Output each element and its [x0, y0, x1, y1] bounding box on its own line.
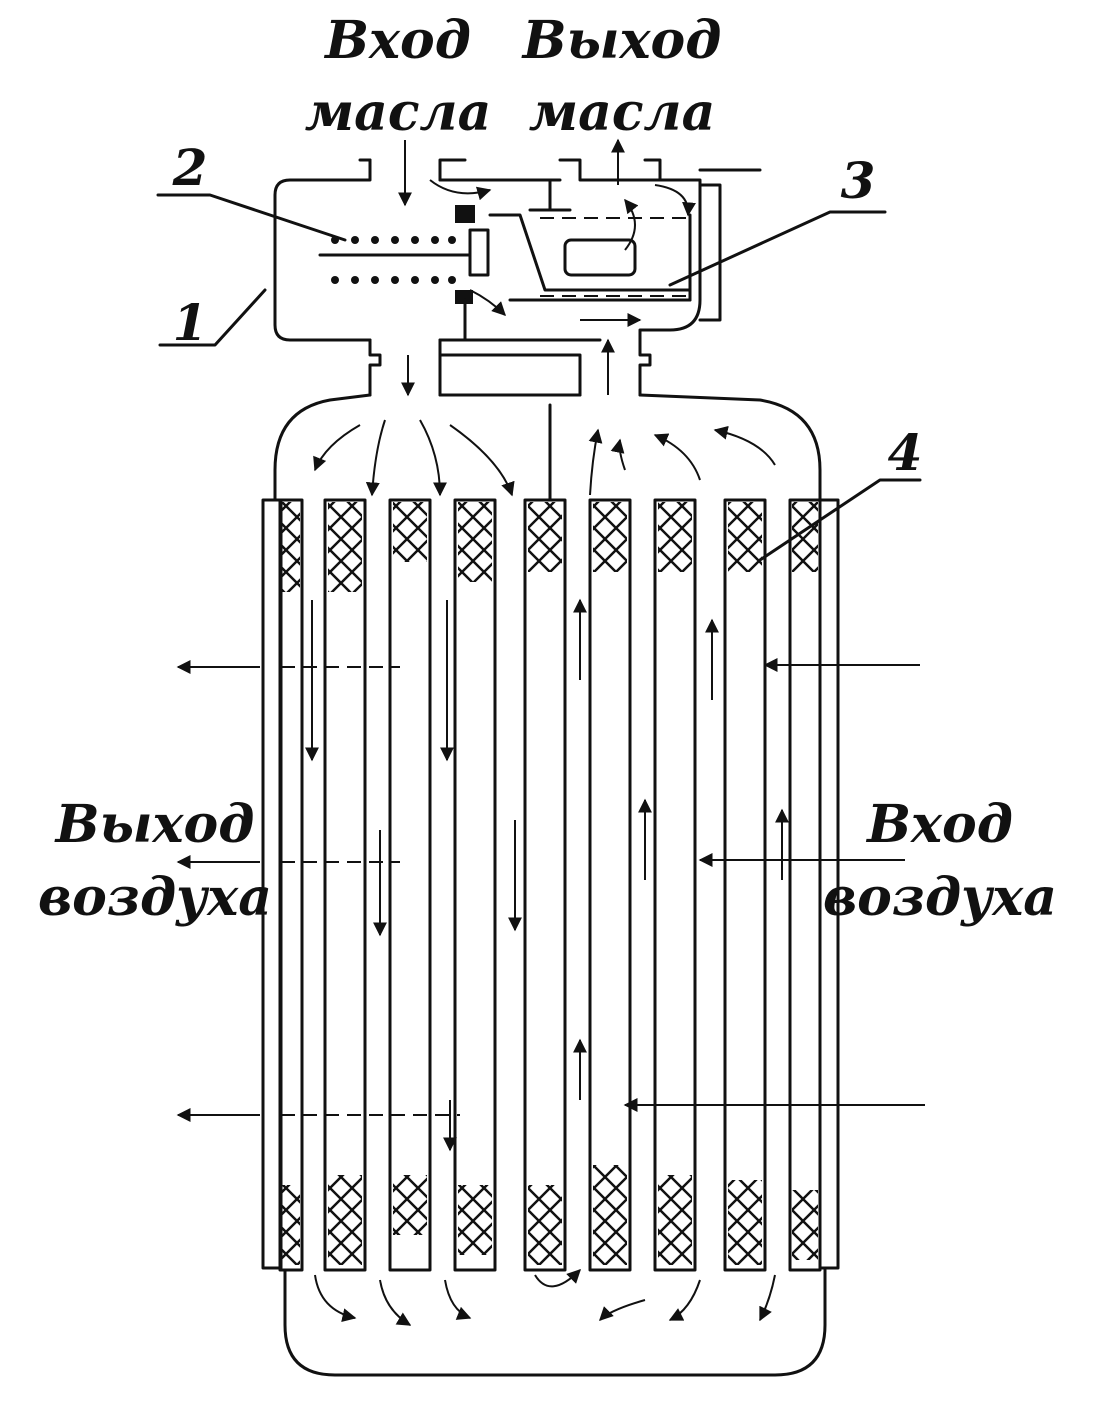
tube-2 [323, 498, 367, 1272]
valve-housing [273, 138, 762, 342]
air-flow-arrows [176, 658, 925, 1122]
tube-1 [278, 498, 304, 1272]
valve-block-bottom [455, 290, 473, 304]
housing-right-wall [558, 158, 702, 342]
tube-5 [523, 498, 567, 1272]
leader-4 [758, 478, 922, 562]
valve-block-top [455, 205, 475, 223]
flow-arrow-bypass-top [429, 179, 492, 201]
air-outlet-label-line2: воздуха [38, 867, 272, 928]
connection-pipes [368, 338, 652, 397]
outlet-pipe-right-wall [643, 158, 662, 182]
spring-lower [331, 276, 456, 284]
oil-inlet-label: Вход масла [305, 10, 492, 143]
tube-3 [388, 498, 432, 1272]
top-tank-left [273, 393, 372, 502]
tube-9 [788, 498, 822, 1272]
tube-bank [261, 498, 840, 1272]
oil-inlet-label-line1: Вход [323, 10, 471, 71]
air-outlet-label: Выход воздуха [38, 794, 272, 928]
air-outlet-label-line1: Выход [54, 794, 255, 855]
oil-flow-arrows [305, 419, 789, 1326]
neck-bridge [438, 353, 582, 397]
callout-1: 1 [173, 293, 208, 352]
flow-arrow-outlet-side [654, 184, 696, 217]
spring-upper [331, 236, 456, 244]
tube-4 [453, 498, 497, 1272]
outlet-neck-right [638, 338, 652, 397]
tube-8 [723, 498, 767, 1272]
flow-arrow-to-core [469, 289, 506, 316]
oil-outlet-label-line2: масла [529, 82, 716, 143]
callout-4: 4 [888, 423, 923, 482]
flow-arrow-valve-up [624, 198, 639, 251]
leader-2 [156, 193, 347, 242]
housing-left-wall [273, 158, 372, 342]
callout-2: 2 [172, 138, 208, 197]
leader-lines [156, 193, 922, 562]
callout-3: 3 [841, 151, 876, 210]
inlet-pipe-right-wall [438, 158, 467, 182]
tube-6 [588, 498, 632, 1272]
right-bracket [698, 183, 722, 322]
top-tank-right [638, 393, 822, 502]
leader-1 [158, 288, 267, 347]
air-inlet-label: Вход воздуха [823, 794, 1057, 928]
oil-outlet-label-line1: Выход [521, 10, 722, 71]
air-inlet-label-line1: Вход [865, 794, 1013, 855]
valve-plate [468, 228, 490, 277]
internal-stem [528, 178, 572, 212]
internal-channel [488, 213, 692, 292]
leader-3 [668, 210, 887, 287]
air-inlet-label-line2: воздуха [823, 867, 1057, 928]
inlet-neck-left [368, 338, 382, 397]
bottom-tank [283, 1268, 827, 1377]
tube-7 [653, 498, 697, 1272]
thermo-valve-3 [563, 238, 637, 277]
oil-outlet-label: Выход масла [521, 10, 722, 143]
oil-inlet-label-line2: масла [305, 82, 492, 143]
cooler-core [176, 393, 925, 1377]
